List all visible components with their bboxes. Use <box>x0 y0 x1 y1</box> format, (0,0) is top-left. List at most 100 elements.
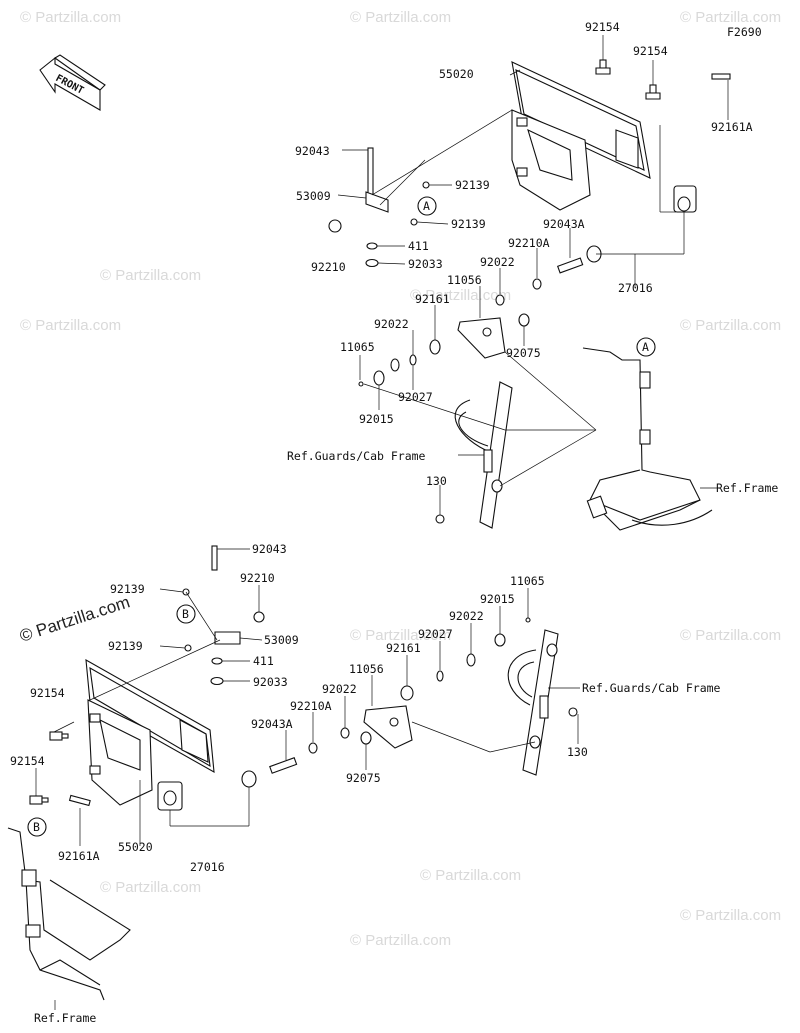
bolt-92154 <box>29 795 49 805</box>
bolt-92154 <box>645 84 661 100</box>
bolt-92043 <box>367 147 374 197</box>
watermark: © Partzilla.com <box>100 267 201 284</box>
washer-92022 <box>466 653 476 667</box>
bolt-92043A <box>269 757 298 774</box>
watermark-layer: © Partzilla.com © Partzilla.com © Partzi… <box>17 9 781 949</box>
part-label: 27016 <box>190 860 225 874</box>
watermark: © Partzilla.com <box>350 9 451 26</box>
watermark: © Partzilla.com <box>680 907 781 924</box>
part-label: 92154 <box>30 686 65 700</box>
watermark: © Partzilla.com <box>350 627 451 644</box>
part-label: 92154 <box>10 754 45 768</box>
bolt-130 <box>568 707 578 717</box>
clip-92139 <box>410 218 418 226</box>
part-label: 92027 <box>398 390 433 404</box>
part-label: 92154 <box>633 44 668 58</box>
grommet-92033 <box>365 258 379 268</box>
leader-lines <box>337 35 729 515</box>
part-label: Ref.Frame <box>716 481 778 495</box>
watermark: © Partzilla.com <box>680 9 781 26</box>
part-label: 92043A <box>543 217 585 231</box>
part-label: 92210A <box>290 699 332 713</box>
part-label: 92139 <box>455 178 490 192</box>
part-label: 92139 <box>451 217 486 231</box>
part-label: 92075 <box>506 346 541 360</box>
part-label: 92015 <box>480 592 515 606</box>
bolt-92154 <box>595 59 611 75</box>
svg-text:A: A <box>423 199 430 213</box>
nut-92210 <box>253 611 265 623</box>
part-label: Ref.Guards/Cab Frame <box>287 449 426 463</box>
nut-92210 <box>328 219 342 233</box>
bolt-130 <box>435 514 445 524</box>
pin-11065 <box>358 381 364 387</box>
bolt-92043A <box>556 257 584 274</box>
watermark: © Partzilla.com <box>410 287 511 304</box>
part-label: Ref.Guards/Cab Frame <box>582 681 721 695</box>
bracket-53009 <box>365 191 389 213</box>
collar-92027 <box>409 354 417 366</box>
part-label: 92075 <box>346 771 381 785</box>
tail-lamp-housing <box>511 61 651 211</box>
washer-92022 <box>390 358 400 372</box>
bracket-53009 <box>214 631 241 645</box>
bolt-92154 <box>49 731 69 741</box>
part-label: 130 <box>567 745 588 759</box>
bracket-plate-11056 <box>363 705 413 749</box>
collar-92027 <box>436 670 444 682</box>
washer-92022 <box>340 727 350 739</box>
upper-assembly: A <box>287 20 778 531</box>
part-label: 92027 <box>418 627 453 641</box>
part-label: 92033 <box>253 675 288 689</box>
washer-411 <box>366 242 378 250</box>
part-label: 92161A <box>711 120 753 134</box>
watermark: © Partzilla.com <box>680 317 781 334</box>
watermark: © Partzilla.com <box>350 932 451 949</box>
watermark: © Partzilla.com <box>420 867 521 884</box>
part-label: 27016 <box>618 281 653 295</box>
part-label: Ref.Frame <box>34 1011 96 1025</box>
part-label: 92210 <box>311 260 346 274</box>
part-label: 92139 <box>110 582 145 596</box>
rear-frame <box>582 347 713 531</box>
watermark: © Partzilla.com <box>680 627 781 644</box>
part-label: 92161 <box>386 641 421 655</box>
pin-11065 <box>525 617 531 623</box>
bolt-92043 <box>211 545 218 571</box>
nut-92075 <box>360 731 372 745</box>
bracket-plate-11056 <box>457 317 506 359</box>
figure-code: F2690 <box>727 25 762 39</box>
part-label: 11065 <box>340 340 375 354</box>
part-label: 92154 <box>585 20 620 34</box>
watermark: © Partzilla.com <box>100 879 201 896</box>
side-lamp-27016 <box>673 185 697 213</box>
callout-A-circle <box>636 337 656 357</box>
part-label: 11065 <box>510 574 545 588</box>
reflector-92161A <box>711 73 731 80</box>
bushing-92161 <box>400 685 414 701</box>
callout-B-circle <box>27 817 47 837</box>
cab-frame-post <box>507 629 559 776</box>
part-label: 92015 <box>359 412 394 426</box>
svg-text:B: B <box>182 607 189 621</box>
washer-92210A <box>532 278 542 290</box>
watermark-prominent: © Partzilla.com <box>17 592 132 645</box>
part-label: 92161 <box>415 292 450 306</box>
nut-92015 <box>494 633 506 647</box>
socket-ring <box>241 770 257 788</box>
part-label: 92161A <box>58 849 100 863</box>
side-lamp-27016 <box>157 781 183 811</box>
clip-92139 <box>184 644 192 652</box>
part-label: 92210A <box>508 236 550 250</box>
watermark: © Partzilla.com <box>20 9 121 26</box>
washer-411 <box>211 657 223 665</box>
part-label: 53009 <box>296 189 331 203</box>
callout-B-circle <box>176 604 196 624</box>
part-label: 92022 <box>322 682 357 696</box>
leader-lines <box>35 548 580 1010</box>
lower-assembly: B <box>7 542 721 1025</box>
svg-text:B: B <box>33 820 40 834</box>
part-label: 92139 <box>108 639 143 653</box>
